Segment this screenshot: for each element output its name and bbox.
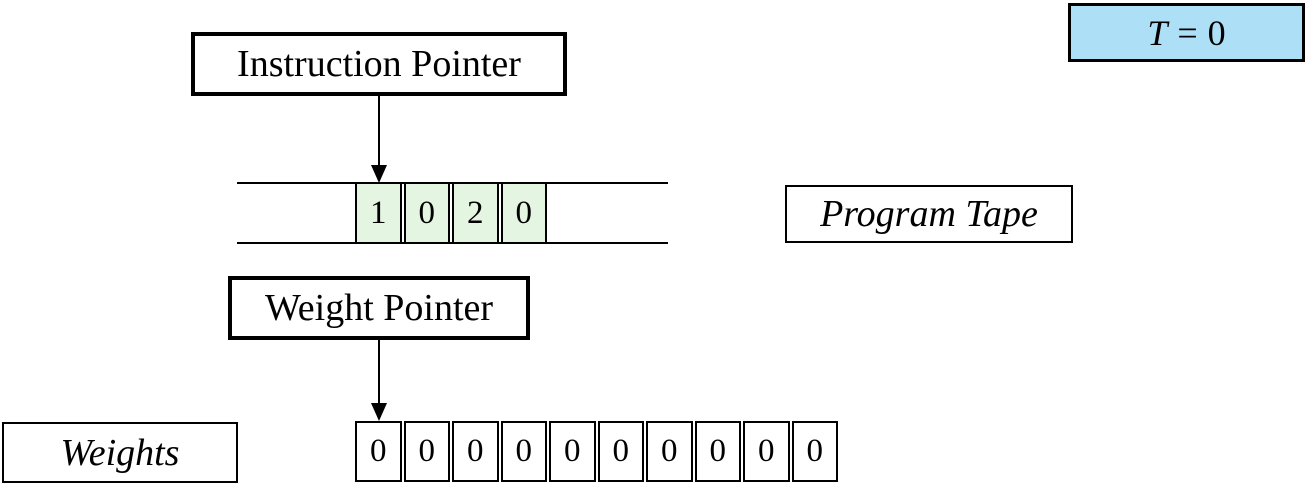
weights-label-box: Weights bbox=[2, 422, 238, 483]
time-step-box: T = 0 bbox=[1068, 3, 1305, 62]
time-variable: T bbox=[1147, 12, 1168, 53]
weights-label: Weights bbox=[60, 431, 180, 474]
weights-cells: 0 0 0 0 0 0 0 0 0 0 bbox=[355, 421, 838, 482]
weights-cell: 0 bbox=[403, 421, 450, 482]
weight-pointer-arrow-line bbox=[378, 340, 380, 404]
weights-cell: 0 bbox=[743, 421, 790, 482]
weights-cell: 0 bbox=[791, 421, 838, 482]
program-tape-cell: 2 bbox=[452, 182, 499, 244]
weights-cell: 0 bbox=[694, 421, 741, 482]
weight-pointer-box: Weight Pointer bbox=[228, 276, 530, 340]
program-tape-cell: 1 bbox=[355, 182, 402, 244]
time-value: 0 bbox=[1207, 12, 1226, 53]
program-tape-cell: 0 bbox=[403, 182, 450, 244]
weights-cell: 0 bbox=[500, 421, 547, 482]
program-tape-label: Program Tape bbox=[820, 193, 1038, 235]
time-equals-sign: = bbox=[1177, 12, 1198, 53]
weights-cell: 0 bbox=[646, 421, 693, 482]
weight-pointer-label: Weight Pointer bbox=[264, 287, 494, 329]
weight-pointer-arrow-head-icon bbox=[371, 403, 387, 421]
weights-cell: 0 bbox=[549, 421, 596, 482]
weights-cell: 0 bbox=[597, 421, 644, 482]
instruction-pointer-arrow-line bbox=[378, 96, 380, 166]
program-tape-cells: 1 0 2 0 bbox=[355, 182, 547, 244]
instruction-pointer-label: Instruction Pointer bbox=[237, 43, 521, 85]
program-tape-label-box: Program Tape bbox=[785, 185, 1073, 243]
weights-cell: 0 bbox=[355, 421, 402, 482]
program-tape-cell: 0 bbox=[500, 182, 547, 244]
instruction-pointer-box: Instruction Pointer bbox=[191, 32, 567, 96]
weights-cell: 0 bbox=[452, 421, 499, 482]
instruction-pointer-arrow-head-icon bbox=[371, 165, 387, 183]
